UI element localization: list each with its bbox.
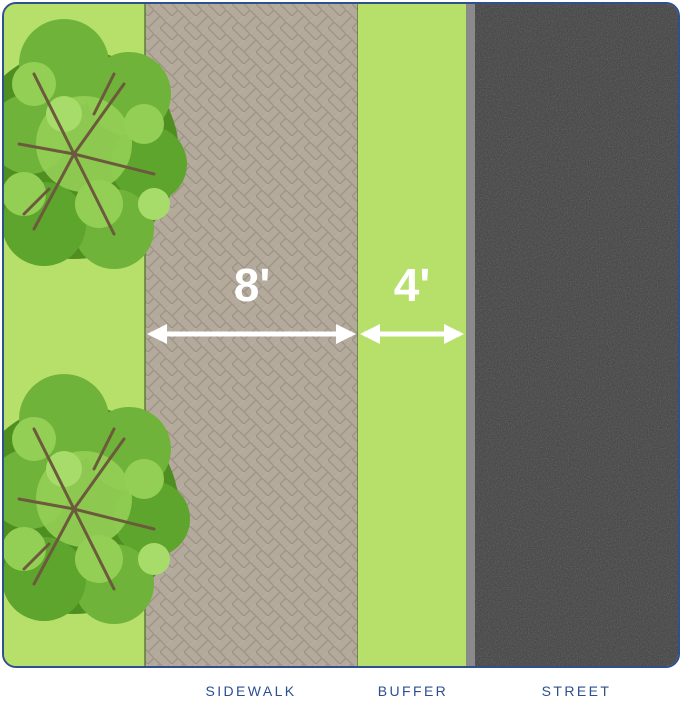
streetscape-diagram: 8' 4' bbox=[2, 2, 680, 668]
curb bbox=[466, 4, 475, 666]
buffer-label: BUFFER bbox=[358, 683, 468, 699]
streetscape-plan bbox=[4, 4, 678, 666]
sidewalk-width-label: 8' bbox=[202, 262, 302, 308]
buffer-width-label: 4' bbox=[360, 262, 464, 308]
sidewalk-label: SIDEWALK bbox=[146, 683, 356, 699]
street-label: STREET bbox=[474, 683, 679, 699]
